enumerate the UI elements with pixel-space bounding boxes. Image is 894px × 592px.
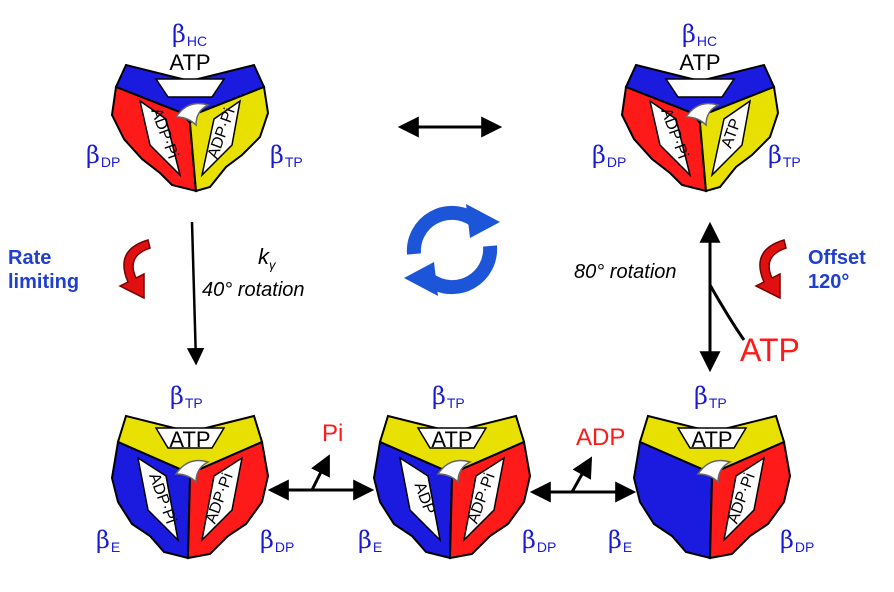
right-site (710, 99, 752, 178)
gamma-subunit (696, 459, 733, 484)
beta-tp-label: βTP (432, 382, 465, 411)
beta-e-label: βE (608, 526, 633, 555)
atp-site (664, 78, 736, 98)
left-site (648, 99, 692, 178)
rotation-80-label: 80° rotation (574, 261, 677, 283)
complex-bottom-right (632, 414, 792, 560)
beta-e-label: βE (358, 526, 383, 555)
k-gamma-label: kγ (258, 244, 276, 273)
rate-limiting-label: Rate limiting (8, 247, 80, 293)
site-label: ATP (169, 427, 210, 452)
curved-arrow-icon (118, 239, 151, 300)
beta-hc-label: βHC (682, 20, 718, 49)
beta-tp-label: βTP (270, 141, 303, 170)
right-site (200, 456, 244, 543)
beta-dp-label: βDP (592, 141, 627, 170)
left-site (398, 456, 442, 543)
beta-dp-label: βDP (522, 526, 557, 555)
curved-arrow-icon (754, 239, 787, 300)
offset-label: Offset 120° (808, 247, 866, 293)
atp-binding-label: ATP (740, 332, 800, 368)
left-site (136, 456, 180, 543)
atp-site (154, 78, 226, 98)
beta-tp-label: βTP (694, 382, 727, 411)
atp-binding-line (708, 284, 746, 341)
complex-top-right (620, 63, 780, 193)
site-label: ATP (431, 427, 472, 452)
adp-release-label: ADP (576, 424, 626, 451)
site-label: ATP (691, 427, 732, 452)
gamma-subunit (174, 102, 211, 127)
gamma-subunit (436, 459, 473, 484)
beta-dp-label: βDP (86, 141, 121, 170)
site-label: ATP (169, 50, 210, 75)
right-site (462, 456, 506, 543)
beta-dp-label: βDP (260, 526, 295, 555)
complex-bottom-mid (372, 414, 532, 560)
beta-dp-label: βDP (780, 526, 815, 555)
beta-tp-label: βTP (170, 382, 203, 411)
right-site (722, 456, 766, 543)
beta-hc-label: βHC (172, 20, 208, 49)
rotation-arrow-down (186, 221, 205, 366)
complex-bottom-left (110, 414, 270, 560)
cycle-icon (404, 204, 500, 296)
gamma-subunit (684, 102, 721, 127)
pi-release-label: Pi (322, 420, 344, 447)
site-label: ATP (679, 50, 720, 75)
beta-e-label: βE (96, 526, 121, 555)
right-site (200, 99, 242, 178)
atp-site (154, 427, 226, 449)
complex-top-left (110, 63, 270, 193)
pi-release-arrow (310, 454, 330, 491)
beta-tp-label: βTP (768, 141, 801, 170)
atp-site (416, 427, 488, 449)
gamma-subunit (174, 459, 211, 484)
atp-site (676, 427, 748, 449)
left-site (138, 99, 182, 178)
rotation-40-label: 40° rotation (202, 279, 305, 301)
adp-release-arrow (570, 456, 593, 493)
